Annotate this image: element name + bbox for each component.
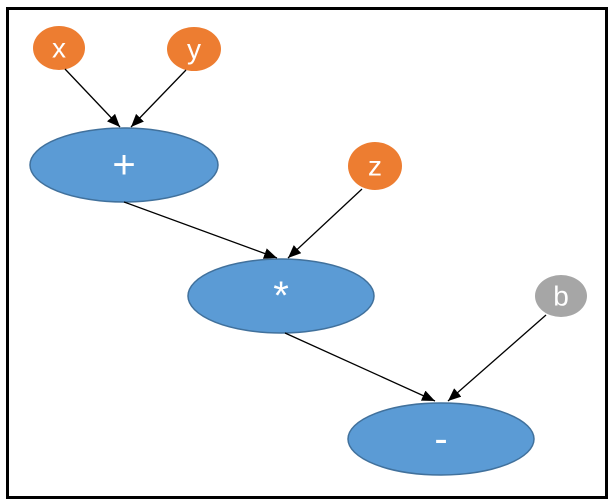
diagram-border-frame: [6, 7, 608, 499]
node-times-shape: [187, 258, 375, 334]
edge-z-to-times: [287, 188, 363, 259]
node-minus-label: -: [434, 417, 447, 461]
node-plus-label: +: [112, 143, 135, 187]
edge-b-to-minus: [447, 314, 547, 402]
node-times: *: [187, 258, 375, 334]
node-x: x: [33, 26, 85, 70]
node-minus: -: [347, 402, 535, 476]
edge-y-to-plus: [130, 69, 187, 128]
node-y: y: [167, 27, 221, 71]
edge-plus-to-times: [123, 201, 278, 259]
node-x-label: x: [52, 33, 66, 64]
node-b-label: b: [553, 281, 569, 312]
node-x-shape: [33, 26, 85, 70]
node-minus-shape: [347, 402, 535, 476]
node-y-shape: [167, 27, 221, 71]
node-times-label: *: [273, 274, 289, 318]
edge-times-to-minus: [284, 332, 436, 402]
node-y-label: y: [187, 34, 201, 65]
node-plus: +: [29, 127, 219, 203]
node-b: b: [535, 275, 587, 317]
edge-x-to-plus: [64, 68, 121, 128]
node-z-shape: [348, 142, 402, 190]
node-z-label: z: [368, 151, 382, 182]
node-b-shape: [535, 275, 587, 317]
node-z: z: [348, 142, 402, 190]
